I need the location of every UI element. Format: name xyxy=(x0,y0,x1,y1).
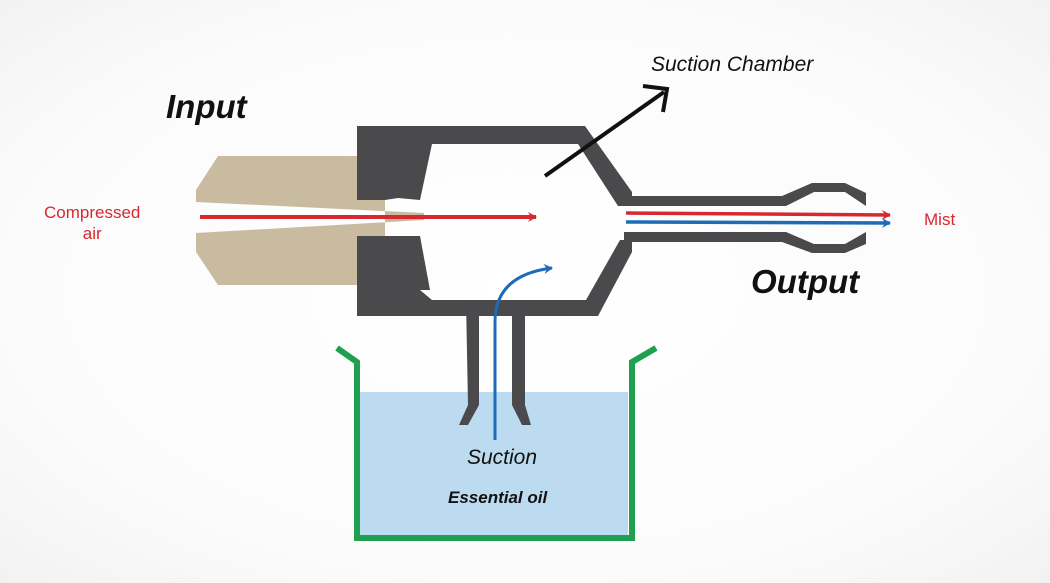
nozzle-taper-top xyxy=(398,144,432,200)
output-tube-tip xyxy=(845,183,866,206)
suction-chamber-label: Suction Chamber xyxy=(651,53,814,76)
chamber-bottom-wall xyxy=(357,240,632,316)
mist-air-arrow xyxy=(625,209,891,220)
compressed-air-label: Compressed air xyxy=(44,202,140,244)
output-tube-top xyxy=(624,183,845,206)
output-label: Output xyxy=(751,263,860,300)
suction-tube-left xyxy=(459,300,479,425)
essential-oil-label: Essential oil xyxy=(448,488,548,507)
input-label: Input xyxy=(166,88,247,125)
mist-label: Mist xyxy=(924,210,956,229)
output-tube-tip-lower xyxy=(845,232,866,253)
suction-tube-right xyxy=(512,300,531,425)
compressed-air-label-line1: Compressed xyxy=(44,203,141,222)
suction-chamber-pointer xyxy=(543,90,666,178)
mist-oil-arrow xyxy=(625,217,891,228)
output-tube-bottom xyxy=(624,232,845,253)
suction-chamber-pointer-head xyxy=(642,84,670,113)
nozzle-taper-bottom xyxy=(398,236,430,290)
compressed-air-label-line2: air xyxy=(82,224,102,243)
suction-oil-arrow xyxy=(493,264,553,440)
chamber-collar-block-upper xyxy=(357,126,400,200)
oil-container xyxy=(335,345,658,541)
suction-label: Suction xyxy=(467,446,538,469)
